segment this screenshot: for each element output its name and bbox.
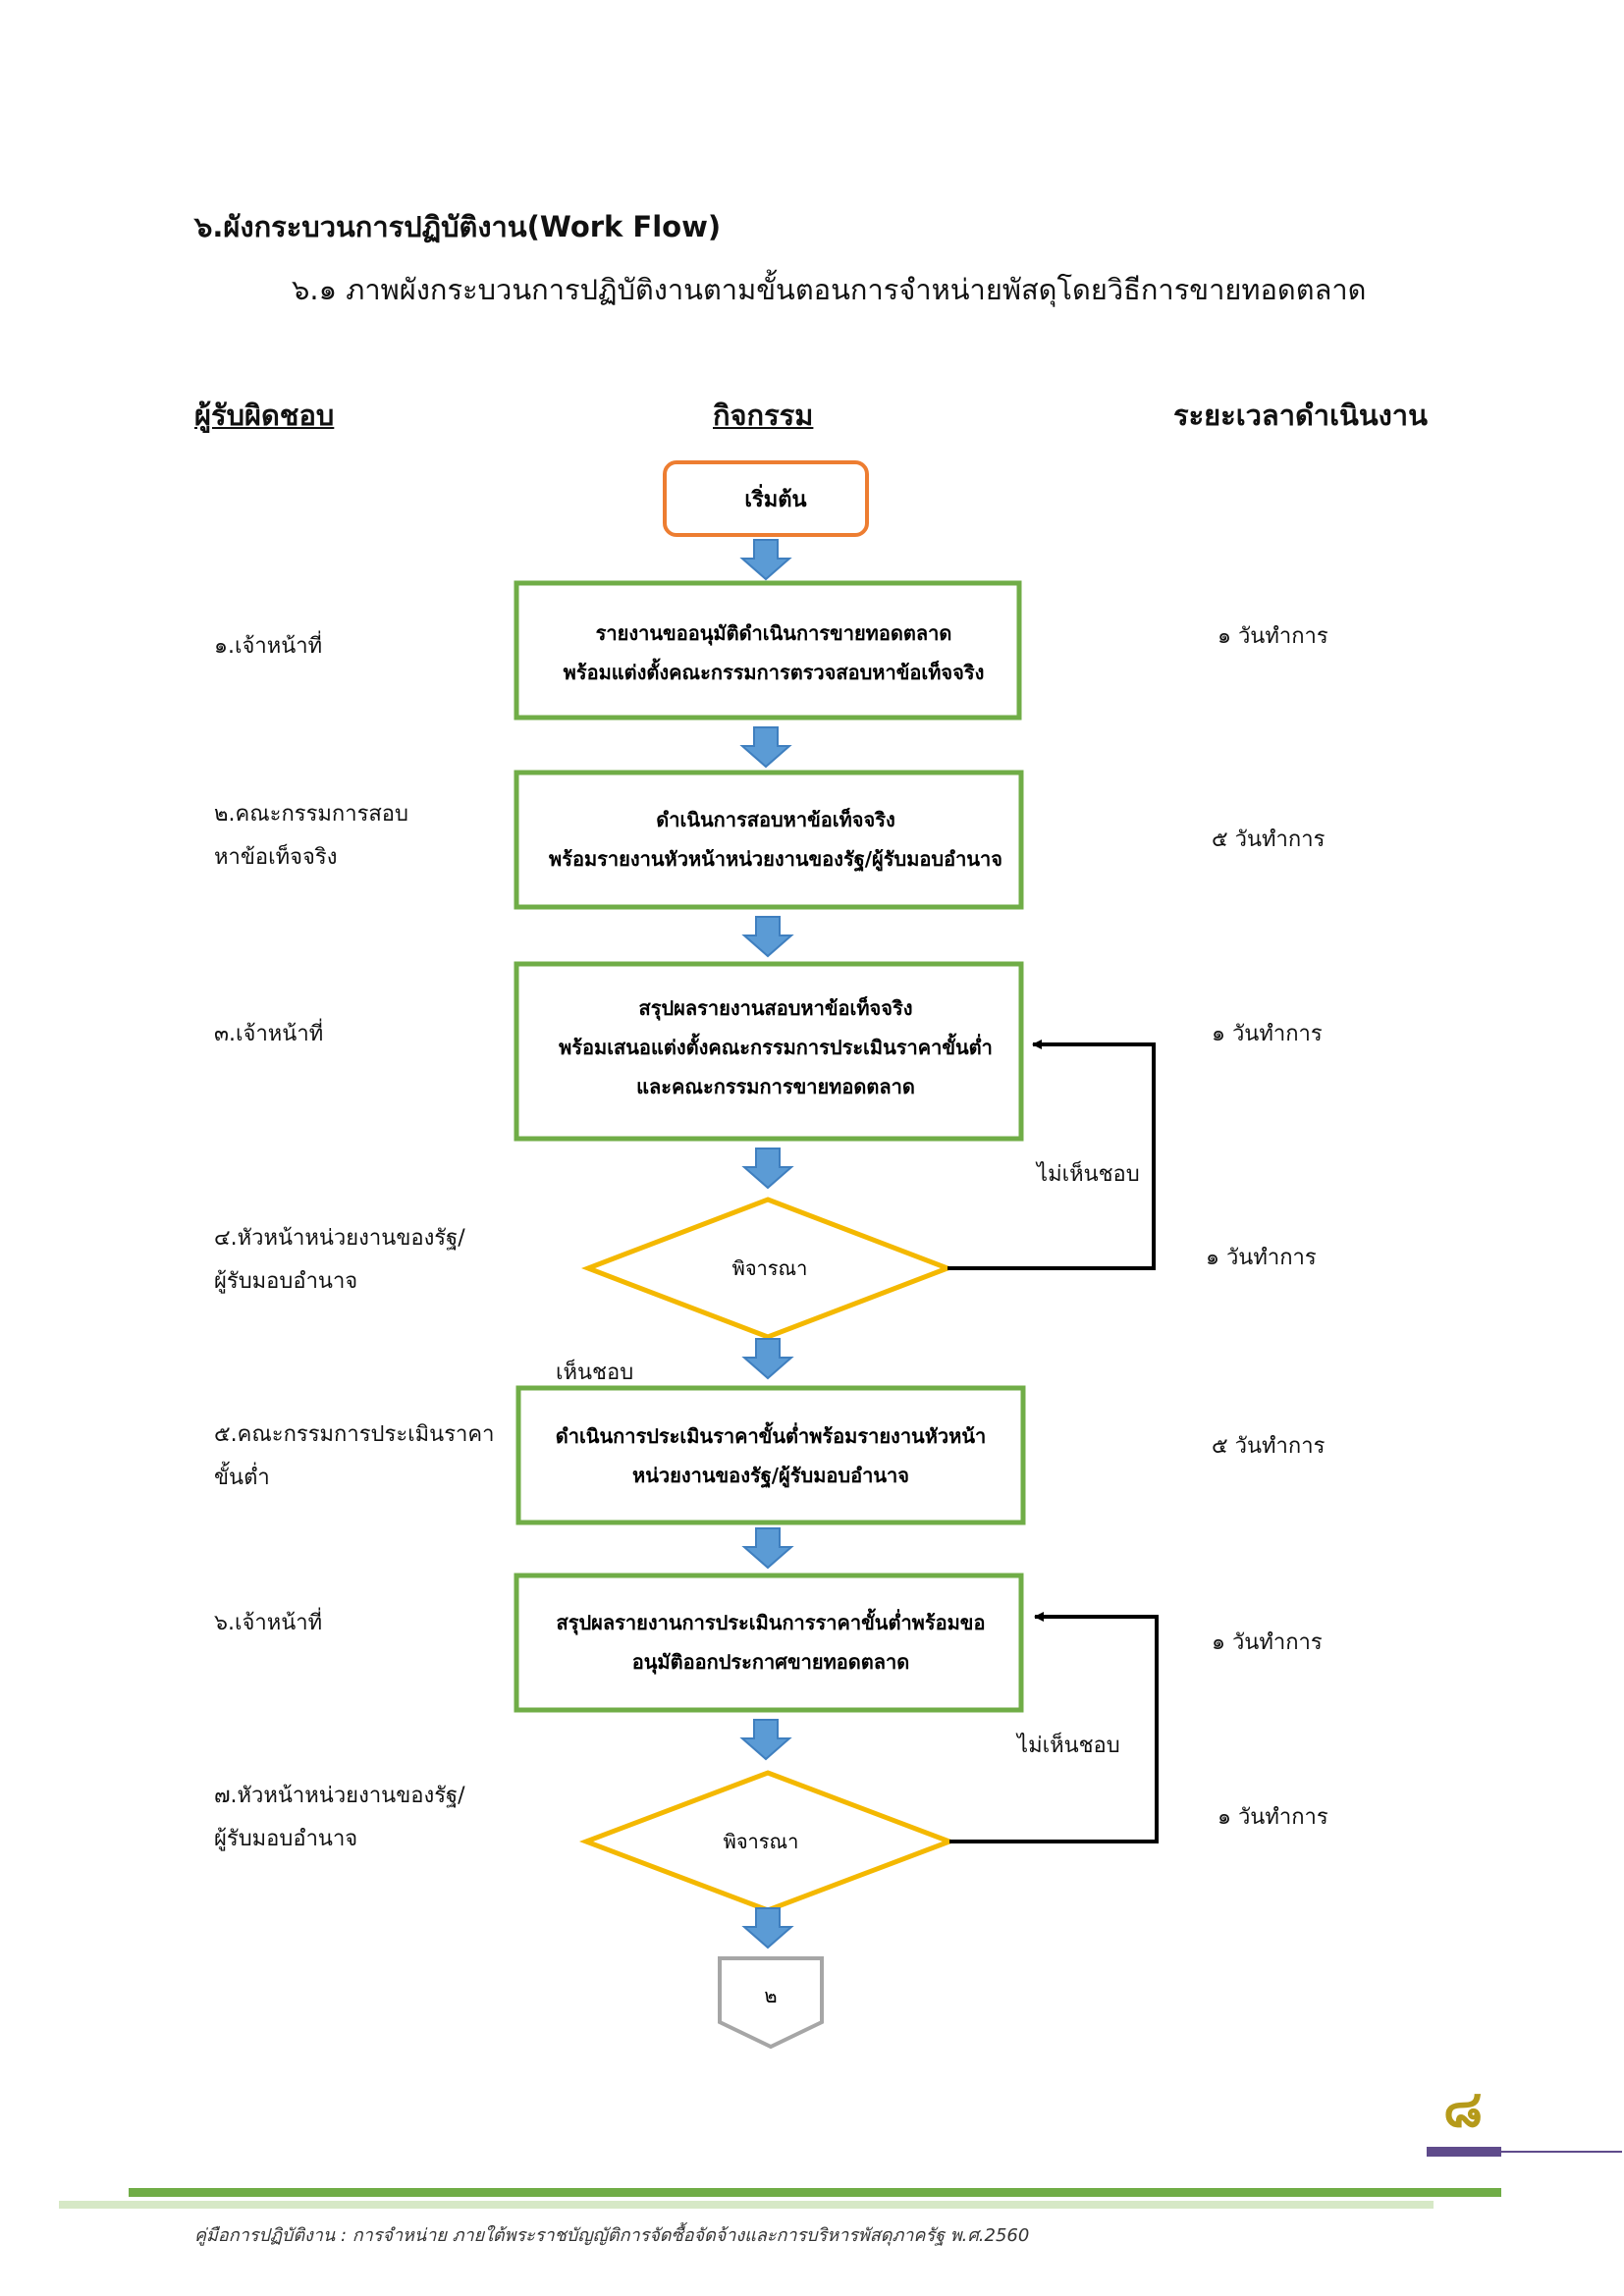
offpage-connector <box>718 1956 824 2050</box>
footer-light-rule <box>59 2201 1434 2209</box>
responsible-line: ขั้นต่ำ <box>214 1466 270 1490</box>
down-arrow <box>739 726 792 769</box>
process-box-1 <box>514 580 1022 721</box>
responsible-line: ๒.คณะกรรมการสอบ <box>214 802 408 827</box>
loop-back-arrow-2 <box>949 1612 1159 1843</box>
responsible-step-1: ๑.เจ้าหน้าที่ <box>214 625 322 668</box>
duration-step-3: ๑ วันทำการ <box>1212 1022 1323 1046</box>
responsible-step-4: ๔.หัวหน้าหน่วยงานของรัฐ/ ผู้รับมอบอำนาจ <box>214 1217 465 1304</box>
responsible-line: ๓.เจ้าหน้าที่ <box>214 1022 324 1046</box>
start-node <box>663 460 869 537</box>
column-header-responsible: ผู้รับผิดชอบ <box>194 399 335 432</box>
process-1-line-1: รายงานขออนุมัติดำเนินการขายทอดตลาด <box>596 621 952 646</box>
process-5-line-2: หน่วยงานของรัฐ/ผู้รับมอบอำนาจ <box>632 1464 909 1489</box>
process-box-5 <box>515 1385 1026 1525</box>
responsible-line: ๖.เจ้าหน้าที่ <box>214 1611 323 1635</box>
process-3-line-3: และคณะกรรมการขายทอดตลาด <box>636 1075 915 1098</box>
down-arrow <box>741 1527 794 1570</box>
process-2-line-1: ดำเนินการสอบหาข้อเท็จจริง <box>656 807 894 831</box>
responsible-line: ผู้รับมอบอำนาจ <box>214 1269 358 1294</box>
down-arrow <box>739 1719 792 1761</box>
start-label: เริ่มต้น <box>744 483 806 512</box>
responsible-line: ผู้รับมอบอำนาจ <box>214 1827 358 1851</box>
responsible-step-5: ๕.คณะกรรมการประเมินราคา ขั้นต่ำ <box>214 1414 494 1500</box>
responsible-step-6: ๖.เจ้าหน้าที่ <box>214 1602 322 1645</box>
decision-diamond-1 <box>581 1197 954 1340</box>
process-2-line-2: พร้อมรายงานหัวหน้าหน่วยงานของรัฐ/ผู้รับม… <box>549 847 1002 873</box>
responsible-line: ๗.หัวหน้าหน่วยงานของรัฐ/ <box>214 1784 465 1808</box>
down-arrow <box>741 1148 794 1190</box>
footer-green-rule <box>129 2188 1501 2197</box>
footer-text: คู่มือการปฏิบัติงาน : การจำหน่าย ภายใต้พ… <box>194 2225 1030 2246</box>
down-arrow <box>741 1338 794 1380</box>
process-5-line-1: ดำเนินการประเมินราคาขั้นต่ำพร้อมรายงานหั… <box>556 1421 986 1448</box>
section-subheading: ๖.๑ ภาพผังกระบวนการปฏิบัติงานตามขั้นตอนก… <box>292 273 1367 306</box>
column-header-activity: กิจกรรม <box>713 399 814 432</box>
down-arrow <box>741 916 794 958</box>
responsible-line: ๑.เจ้าหน้าที่ <box>214 634 323 659</box>
down-arrow <box>739 539 792 581</box>
duration-step-4: ๑ วันทำการ <box>1206 1246 1317 1270</box>
label-disapprove-2: ไม่เห็นชอบ <box>1017 1734 1120 1758</box>
duration-step-6: ๑ วันทำการ <box>1212 1630 1323 1655</box>
page-heading: ๖.ผังกระบวนการปฏิบัติงาน(Work Flow) <box>194 210 722 243</box>
process-box-3 <box>514 961 1024 1142</box>
responsible-step-3: ๓.เจ้าหน้าที่ <box>214 1013 323 1056</box>
responsible-line: หาข้อเท็จจริง <box>214 845 338 870</box>
column-header-duration: ระยะเวลาดำเนินงาน <box>1173 399 1428 432</box>
connector-label: ๒ <box>764 1984 777 2007</box>
label-disapprove-1: ไม่เห็นชอบ <box>1037 1162 1140 1187</box>
label-approve: เห็นชอบ <box>556 1361 634 1385</box>
process-box-2 <box>514 770 1024 910</box>
flow-arrows <box>739 539 794 1949</box>
loop-back-arrow-1 <box>947 1040 1156 1270</box>
responsible-step-7: ๗.หัวหน้าหน่วยงานของรัฐ/ ผู้รับมอบอำนาจ <box>214 1775 465 1861</box>
process-6-line-2: อนุมัติออกประกาศขายทอดตลาด <box>632 1650 909 1675</box>
decision-1-label: พิจารณา <box>732 1256 808 1280</box>
process-6-line-1: สรุปผลรายงานการประเมินการราคาขั้นต่ำพร้อ… <box>557 1608 986 1635</box>
responsible-step-2: ๒.คณะกรรมการสอบ หาข้อเท็จจริง <box>214 793 408 880</box>
process-3-line-1: สรุปผลรายงานสอบหาข้อเท็จจริง <box>639 995 913 1021</box>
responsible-line: ๕.คณะกรรมการประเมินราคา <box>214 1422 495 1447</box>
footer-accent-bar <box>1427 2147 1501 2157</box>
down-arrow <box>741 1907 794 1949</box>
duration-step-5: ๕ วันทำการ <box>1212 1434 1326 1459</box>
duration-step-7: ๑ วันทำการ <box>1218 1805 1328 1830</box>
process-box-6 <box>514 1573 1024 1713</box>
process-3-line-2: พร้อมเสนอแต่งตั้งคณะกรรมการประเมินราคาขั… <box>559 1033 993 1059</box>
duration-step-2: ๕ วันทำการ <box>1212 828 1326 852</box>
decision-2-label: พิจารณา <box>724 1830 799 1853</box>
page-number: ๘ <box>1443 2080 1484 2139</box>
process-1-line-2: พร้อมแต่งตั้งคณะกรรมการตรวจสอบหาข้อเท็จจ… <box>564 658 985 684</box>
responsible-line: ๔.หัวหน้าหน่วยงานของรัฐ/ <box>214 1226 465 1251</box>
duration-step-1: ๑ วันทำการ <box>1218 624 1328 649</box>
